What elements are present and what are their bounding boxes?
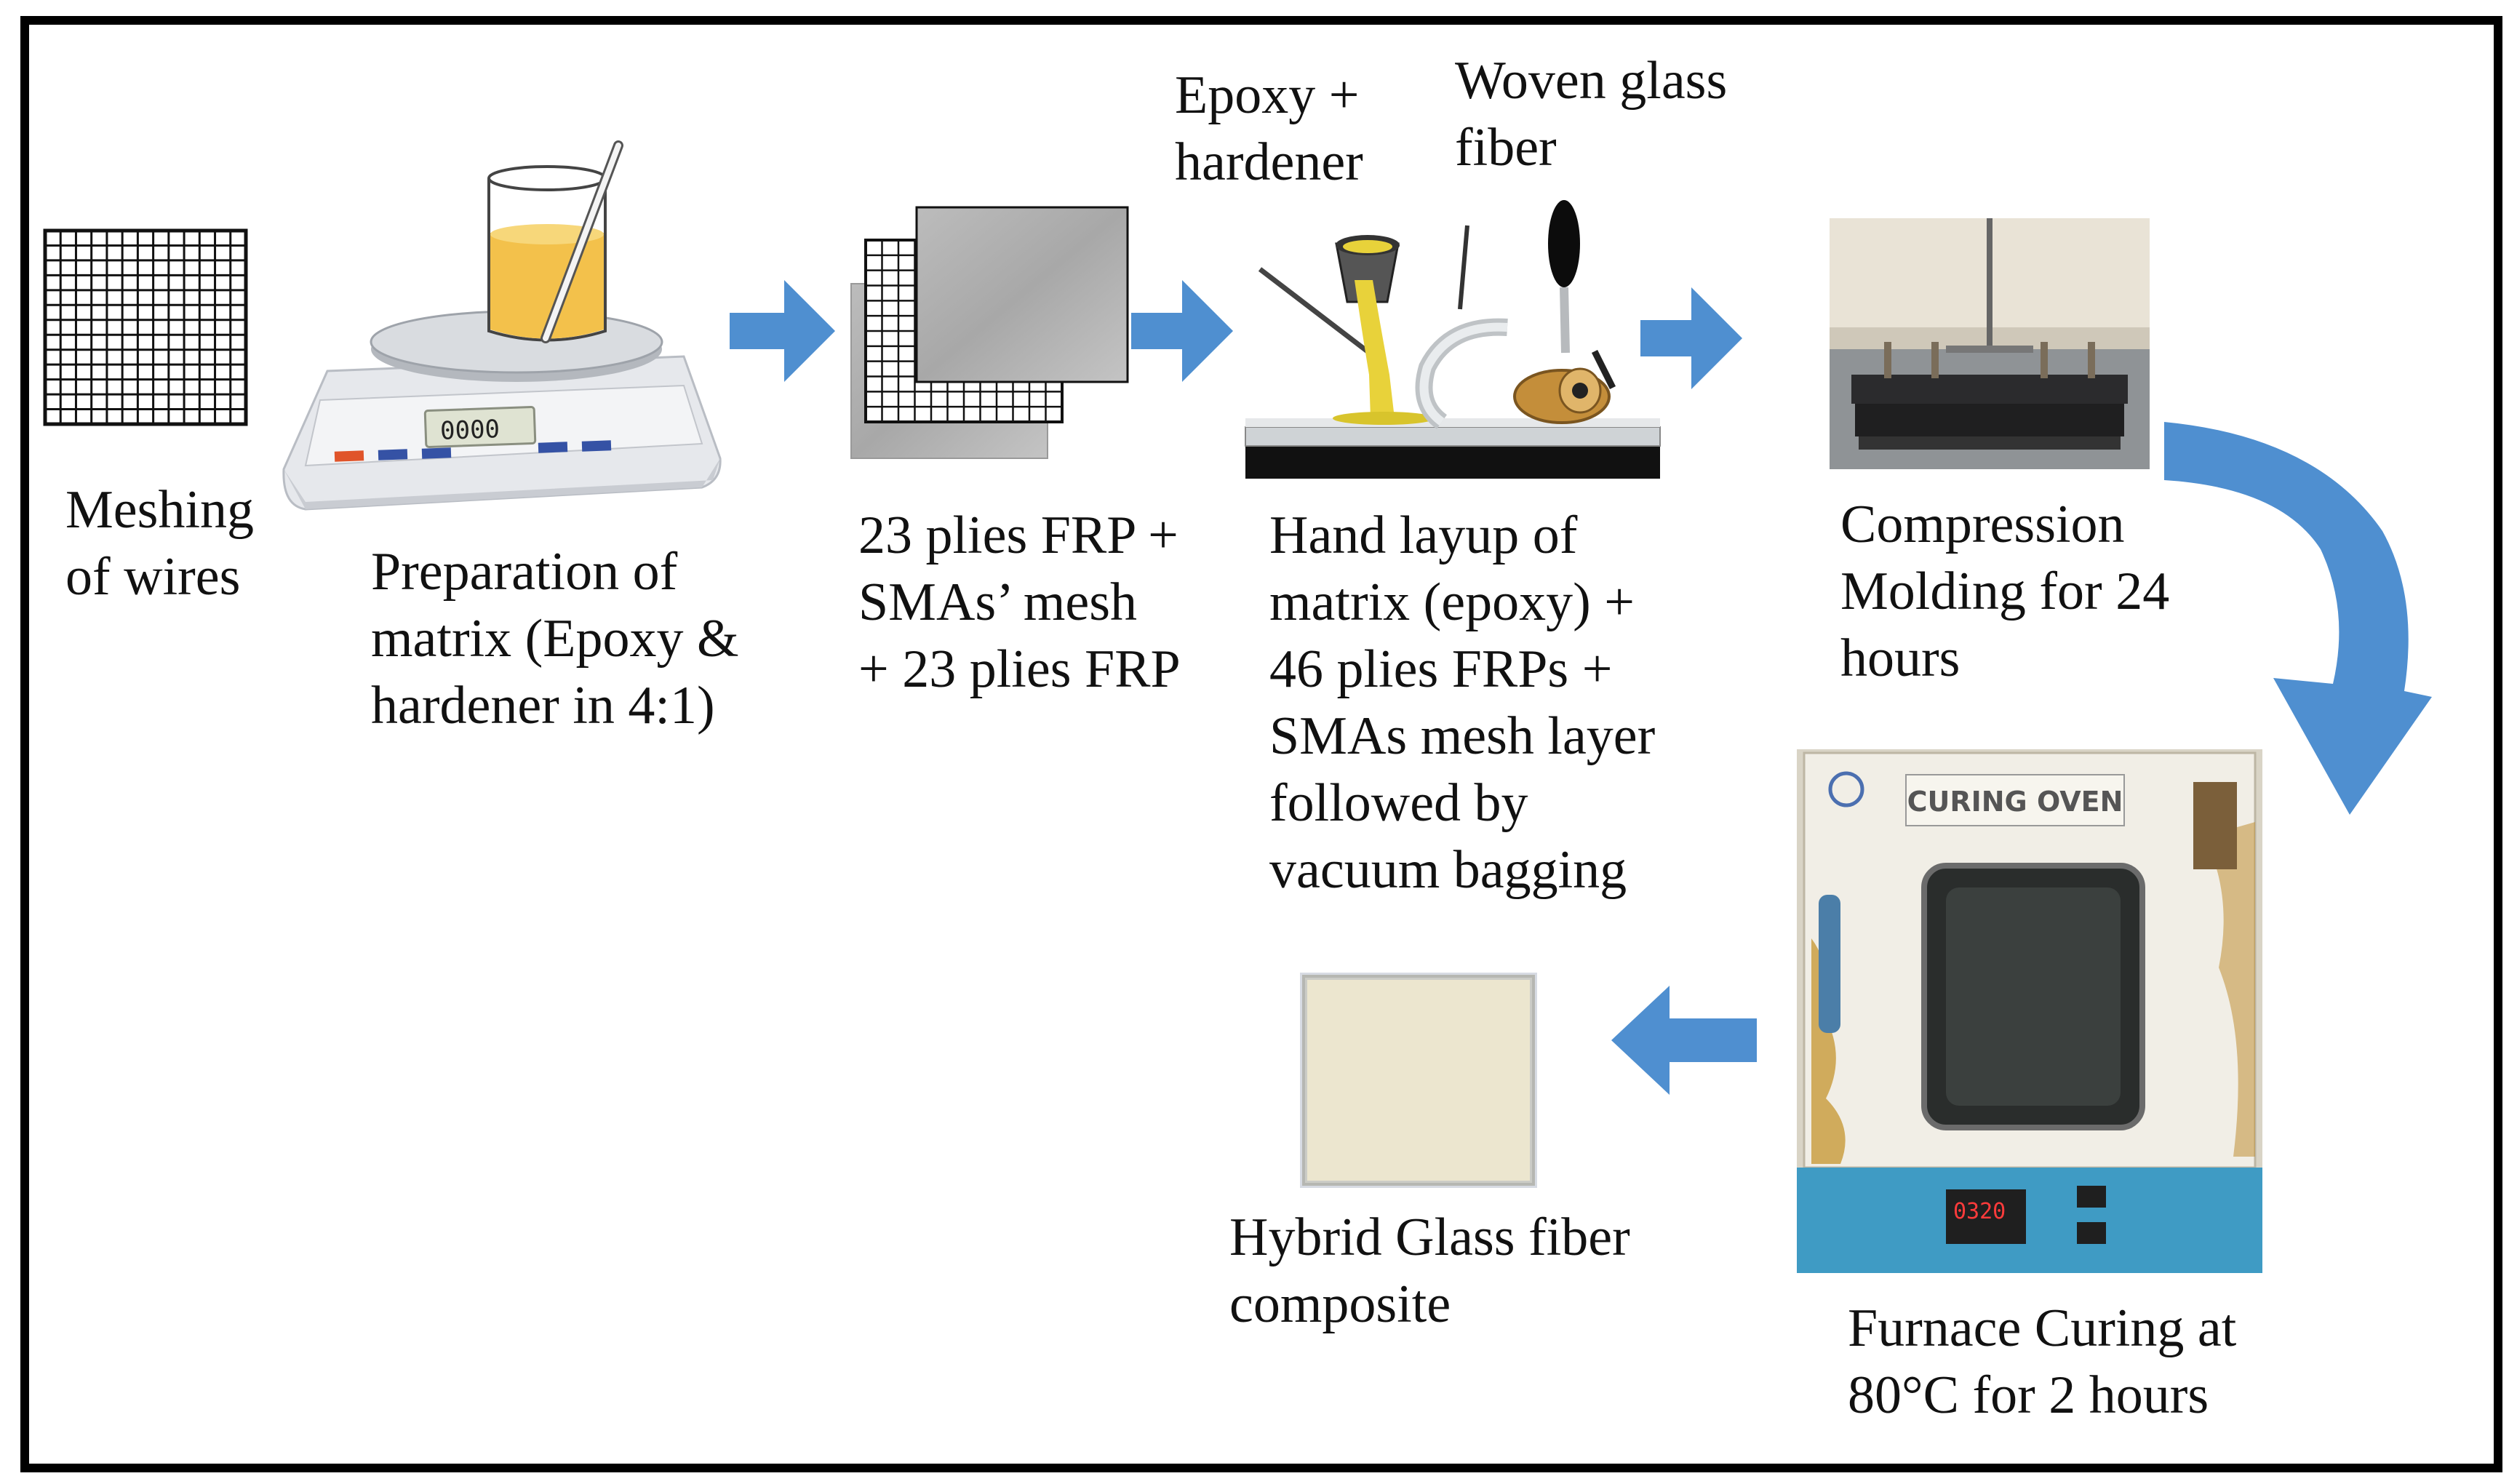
right-arrow-1	[730, 280, 835, 382]
oven-display-text: 0320	[1953, 1199, 2006, 1224]
hand-layup-image	[1245, 200, 1661, 479]
left-arrow	[1611, 986, 1757, 1095]
right-arrow-2	[1131, 280, 1233, 382]
compression-label: Compression Molding for 24 hours	[1840, 495, 2170, 688]
epoxy-hardener-label: Epoxy + hardener	[1175, 65, 1363, 192]
hand-layup-label: Hand layup of matrix (epoxy) + 46 plies …	[1269, 506, 1656, 900]
matrix-prep-label: Preparation of matrix (Epoxy & hardener …	[371, 542, 739, 735]
ply-stack-image	[850, 206, 1129, 459]
curved-down-arrow	[2164, 422, 2432, 815]
meshing-label: Meshing of wires	[65, 480, 254, 607]
furnace-label: Furnace Curing at 80°C for 2 hours	[1848, 1298, 2237, 1425]
hybrid-composite-image	[1300, 973, 1537, 1188]
curing-oven-image: CURING OVEN 0320	[1797, 749, 2262, 1273]
woven-glass-label: Woven glass fiber	[1455, 51, 1728, 177]
right-arrow-3	[1640, 287, 1742, 389]
weighing-scale-image: 0000	[282, 140, 722, 511]
compression-molding-image	[1830, 218, 2150, 469]
oven-sign-text: CURING OVEN	[1907, 786, 2123, 818]
hybrid-label: Hybrid Glass fiber composite	[1229, 1208, 1630, 1334]
scale-display-text: 0000	[439, 415, 500, 446]
stack-label: 23 plies FRP + SMAs’ mesh + 23 plies FRP	[858, 506, 1181, 699]
wire-mesh-image	[43, 228, 248, 426]
